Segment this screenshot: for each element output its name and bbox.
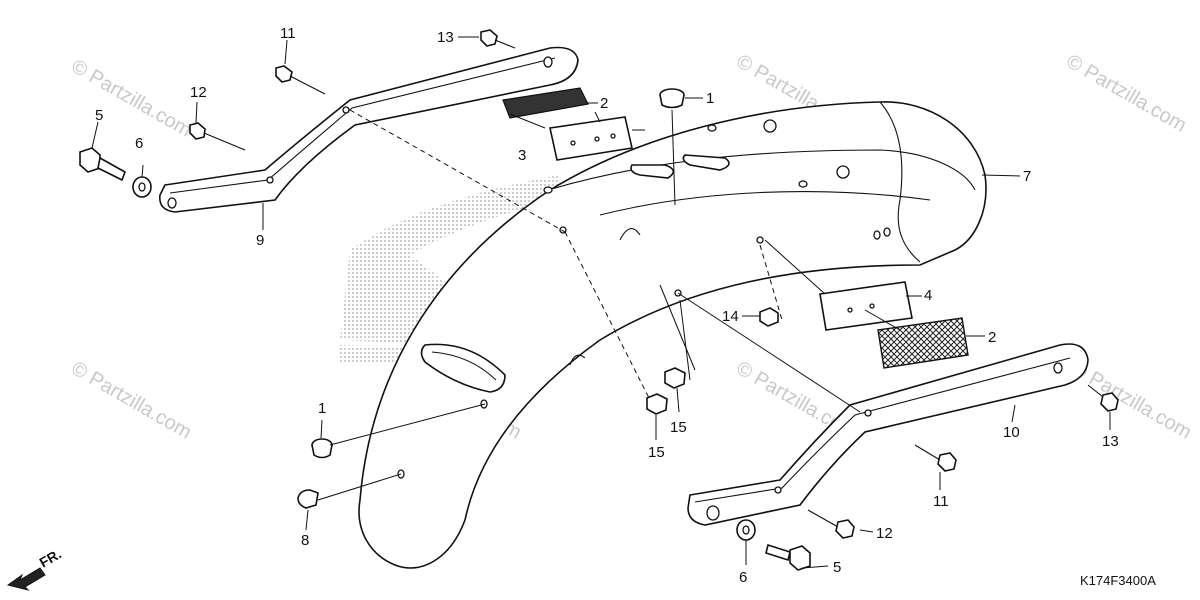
callout-4: 4 — [924, 287, 932, 304]
callout-12-right: 12 — [876, 525, 893, 542]
watermark: © Partzilla.com — [1068, 357, 1196, 443]
callout-12-left: 12 — [190, 84, 207, 101]
callout-8: 8 — [301, 532, 309, 549]
callout-13-left: 13 — [437, 29, 454, 46]
grab-rail-left — [158, 46, 579, 213]
washer-6-right — [736, 519, 756, 541]
callout-2-right: 2 — [988, 329, 996, 346]
diagram-code: K174F3400A — [1080, 573, 1156, 588]
callout-10: 10 — [1003, 424, 1020, 441]
bolt-5-right — [765, 543, 811, 571]
grommet-top — [659, 88, 685, 109]
screw-13-left — [480, 29, 516, 49]
screw-13-right — [1087, 384, 1119, 412]
grab-rail-right — [687, 343, 1089, 526]
screw-11-right — [914, 444, 957, 472]
callout-7: 7 — [1023, 168, 1031, 185]
front-direction-indicator: FR. — [6, 545, 65, 591]
plug — [297, 489, 319, 509]
watermark: © Partzilla.com — [68, 357, 196, 443]
reflector-right — [819, 281, 969, 369]
callout-9: 9 — [256, 232, 264, 249]
leader-lines — [91, 36, 1111, 569]
callout-1-bottom: 1 — [318, 400, 326, 417]
callout-5-right: 5 — [833, 559, 841, 576]
callout-5-left: 5 — [95, 107, 103, 124]
callout-15-a: 15 — [670, 419, 687, 436]
watermark: © Partzilla.com — [1063, 50, 1191, 136]
callout-2-top: 2 — [600, 95, 608, 112]
rear-fender — [358, 101, 987, 569]
callout-6-right: 6 — [739, 569, 747, 586]
screw-12-left — [189, 122, 246, 151]
screw-12-right — [807, 509, 855, 539]
callout-3: 3 — [518, 147, 526, 164]
washer-6-left — [132, 176, 152, 198]
callout-6-left: 6 — [135, 135, 143, 152]
nut-15-a — [664, 367, 686, 389]
front-direction-label: FR. — [37, 545, 65, 570]
nut-15-b — [646, 393, 668, 415]
callout-1-top: 1 — [706, 90, 714, 107]
nut-14 — [759, 307, 779, 327]
screw-11-left — [275, 65, 326, 95]
callout-11-left: 11 — [280, 25, 296, 42]
reflector-top — [502, 87, 633, 161]
callout-15-b: 15 — [648, 444, 665, 461]
callout-14: 14 — [722, 308, 739, 325]
callouts: 1 1 2 2 3 4 5 5 6 6 7 8 9 10 11 11 12 12… — [95, 25, 1119, 586]
callout-11-right: 11 — [933, 493, 949, 510]
callout-13-right: 13 — [1102, 433, 1119, 450]
front-arrow-icon — [6, 567, 46, 591]
grommet-bottom — [311, 438, 333, 459]
watermark: © Partzilla.com — [68, 55, 196, 141]
bolt-5-left — [79, 147, 126, 182]
